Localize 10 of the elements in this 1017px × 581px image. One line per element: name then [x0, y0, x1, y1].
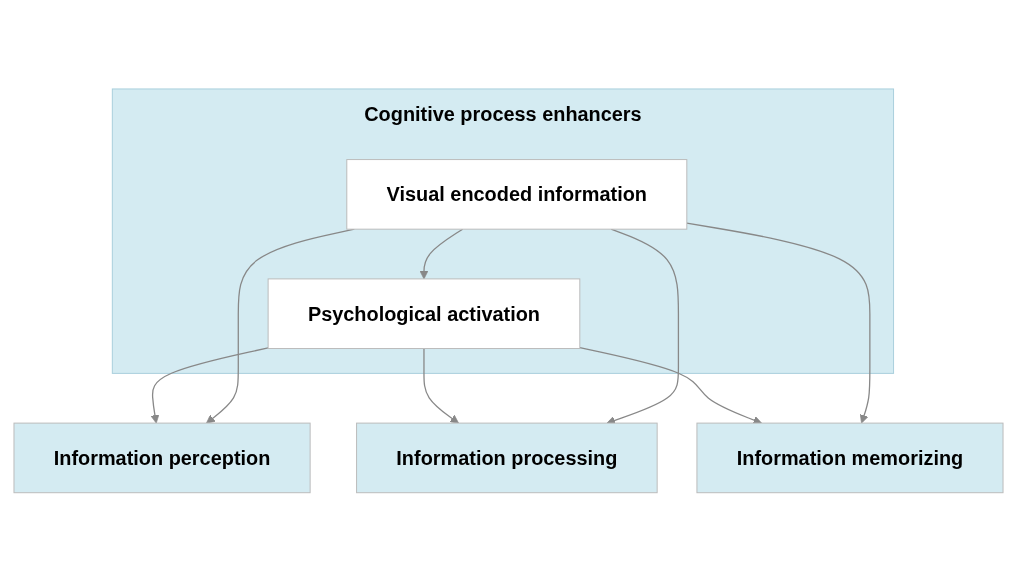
node-box: Information perception [13, 422, 311, 493]
arrow [419, 228, 464, 279]
arrow [579, 346, 762, 424]
arrow [686, 222, 871, 424]
node-box: Psychological activation [267, 278, 581, 349]
arrow [423, 347, 459, 424]
node-box: Visual encoded information [346, 158, 688, 230]
node-box: Information memorizing [696, 422, 1004, 493]
node-box: Information processing [356, 422, 658, 493]
arrow [150, 346, 269, 424]
